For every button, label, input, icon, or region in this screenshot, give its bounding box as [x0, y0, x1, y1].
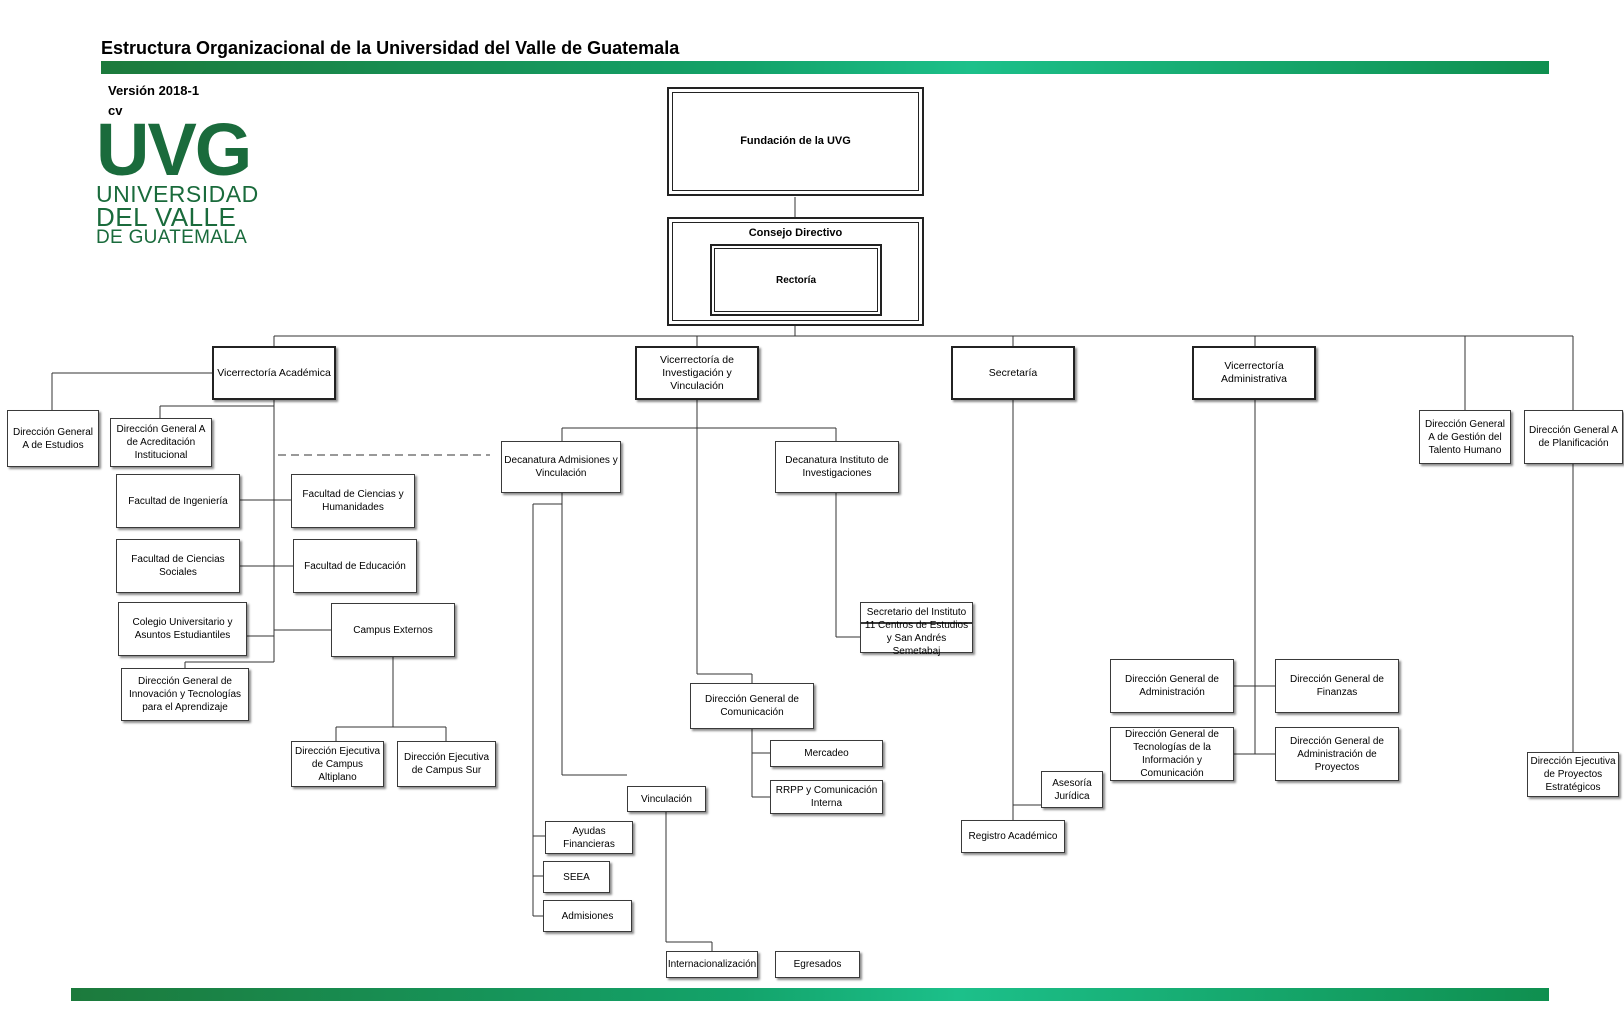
node-fac-ciencias-sociales: Facultad de Ciencias Sociales — [116, 539, 240, 593]
node-rrpp: RRPP y Comunicación Interna — [770, 780, 883, 814]
node-centros-estudios: 11 Centros de Estudios y San Andrés Seme… — [860, 620, 973, 657]
node-decanatura-admisiones: Decanatura Admisiones y Vinculación — [501, 441, 621, 493]
node-de-altiplano: Dirección Ejecutiva de Campus Altiplano — [291, 741, 384, 787]
node-rectoria: Rectoría — [710, 244, 882, 316]
node-campus-externos: Campus Externos — [331, 603, 455, 657]
node-vice-administrativa: Vicerrectoría Administrativa — [1192, 346, 1316, 400]
node-asesoria-juridica: Asesoría Jurídica — [1041, 771, 1103, 808]
bottom-green-bar — [71, 988, 1549, 1001]
node-fac-ciencias-humanidades: Facultad de Ciencias y Humanidades — [291, 474, 415, 528]
node-dg-innovacion: Dirección General de Innovación y Tecnol… — [121, 668, 249, 721]
version-label: Versión 2018-1 — [108, 83, 200, 98]
node-fundacion: Fundación de la UVG — [667, 87, 924, 196]
node-consejo-inner-frame — [672, 222, 919, 321]
node-secretario-instituto: Secretario del Instituto — [860, 602, 973, 623]
node-seea: SEEA — [543, 861, 610, 893]
logo-line3: DE GUATEMALA — [96, 227, 248, 248]
page-title: Estructura Organizacional de la Universi… — [101, 38, 680, 58]
node-secretaria: Secretaría — [951, 346, 1075, 400]
node-fundacion-inner-frame — [672, 92, 919, 191]
uvg-logo: UVG UNIVERSIDAD DEL VALLE DE GUATEMALA — [96, 108, 259, 248]
node-dg-tecnologias: Dirección General de Tecnologías de la I… — [1110, 727, 1234, 781]
node-dg-estudios: Dirección General A de Estudios — [7, 410, 99, 467]
node-fac-ingenieria: Facultad de Ingeniería — [116, 474, 240, 528]
node-registro-academico: Registro Académico — [961, 820, 1065, 853]
node-vice-investigacion: Vicerrectoría de Investigación y Vincula… — [635, 346, 759, 400]
node-mercadeo: Mercadeo — [770, 740, 883, 767]
node-dg-comunicacion: Dirección General de Comunicación — [690, 683, 814, 729]
logo-line2: DEL VALLE — [96, 202, 237, 232]
node-de-sur: Dirección Ejecutiva de Campus Sur — [397, 741, 496, 787]
node-de-proyectos-estrategicos: Dirección Ejecutiva de Proyectos Estraté… — [1527, 752, 1619, 797]
node-fundacion-label: Fundación de la UVG — [740, 135, 851, 147]
node-rectoria-inner-frame — [714, 248, 878, 312]
node-vinculacion: Vinculación — [627, 786, 706, 812]
version-code: cv — [108, 103, 123, 118]
node-vice-academica: Vicerrectoría Académica — [212, 346, 336, 400]
node-dg-planificacion: Dirección General A de Planificación — [1524, 410, 1623, 464]
node-dg-talento: Dirección General A de Gestión del Talen… — [1419, 410, 1511, 464]
logo-acronym: UVG — [96, 108, 252, 191]
logo-line1: UNIVERSIDAD — [96, 181, 259, 207]
node-internacionalizacion: Internacionalización — [666, 951, 758, 978]
node-fac-educacion: Facultad de Educación — [293, 539, 417, 593]
node-colegio: Colegio Universitario y Asuntos Estudian… — [118, 602, 247, 656]
node-dg-proyectos: Dirección General de Administración de P… — [1275, 727, 1399, 781]
node-egresados: Egresados — [775, 951, 860, 978]
node-consejo-label: Consejo Directivo — [748, 227, 843, 239]
node-admisiones: Admisiones — [543, 900, 632, 932]
node-decanatura-instituto: Decanatura Instituto de Investigaciones — [775, 441, 899, 493]
node-dg-acreditacion: Dirección General A de Acreditación Inst… — [110, 418, 212, 467]
node-dg-administracion: Dirección General de Administración — [1110, 659, 1234, 713]
top-green-bar — [101, 61, 1549, 74]
node-dg-finanzas: Dirección General de Finanzas — [1275, 659, 1399, 713]
node-rectoria-label: Rectoría — [775, 274, 816, 286]
node-ayudas-financieras: Ayudas Financieras — [545, 821, 633, 854]
